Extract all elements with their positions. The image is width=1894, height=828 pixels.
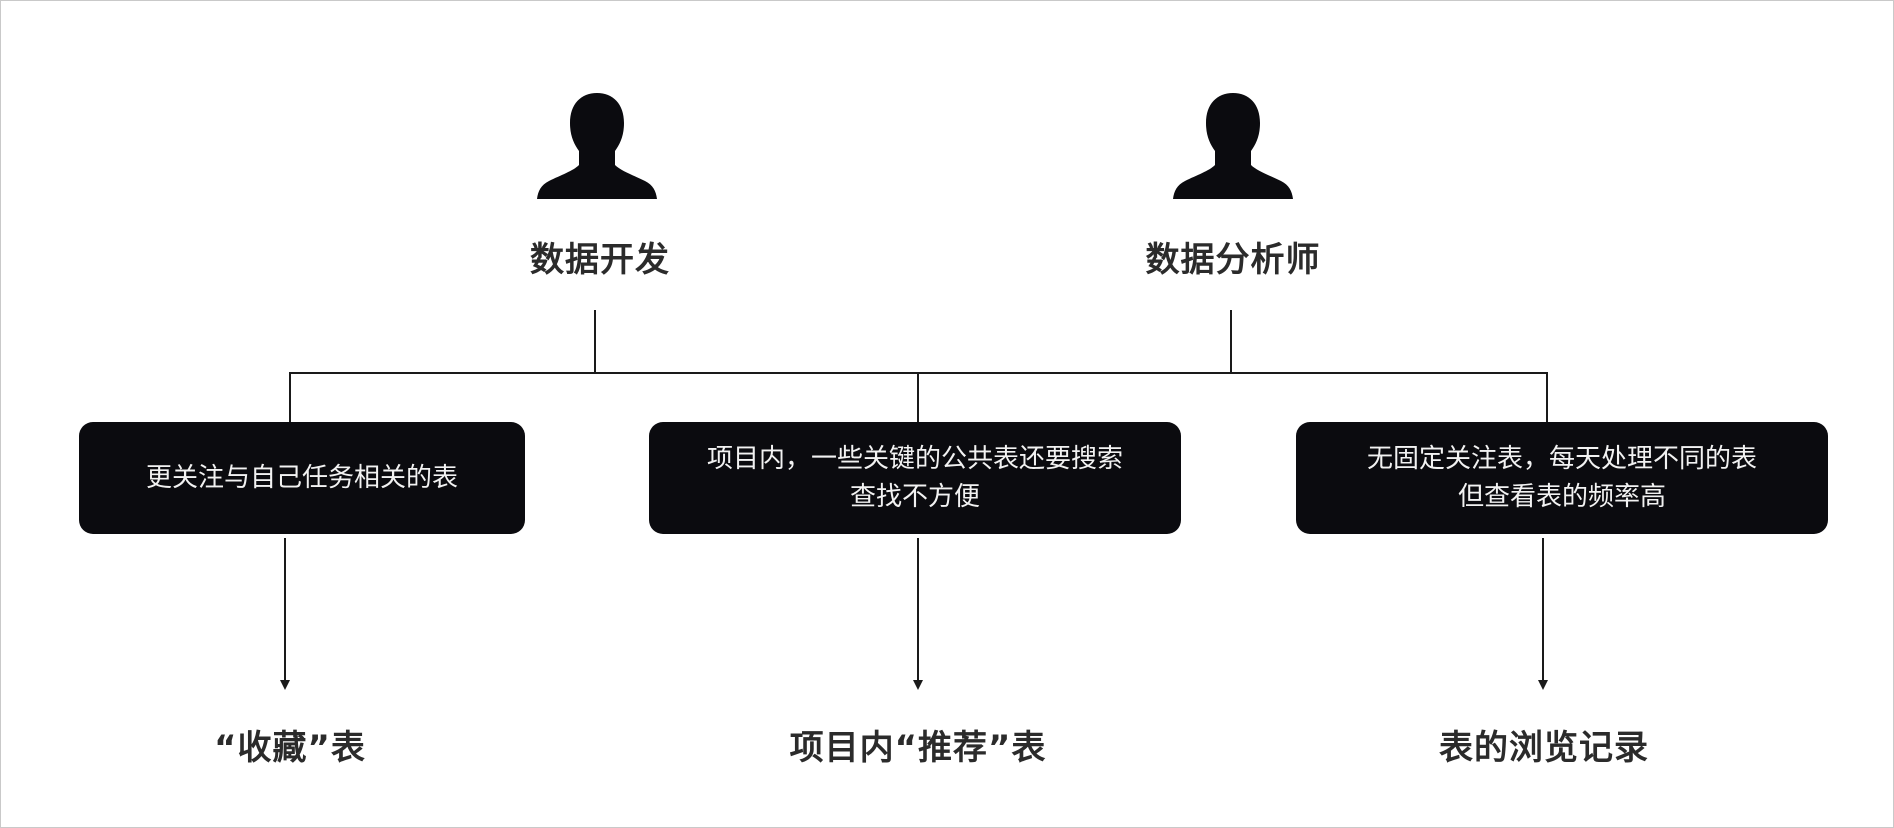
outcome-favorite-tables: “收藏”表 [214,728,366,768]
role-label-data-analyst: 数据分析师 [1145,240,1321,280]
person-icon [537,93,657,199]
need-box-2: 项目内，一些关键的公共表还要搜索 查找不方便 [649,422,1181,534]
need-box-1-line-1: 更关注与自己任务相关的表 [145,463,458,493]
person-icon [1173,93,1293,199]
need-box-2-line-2: 查找不方便 [849,482,980,512]
outcome-browse-history: 表的浏览记录 [1439,728,1649,768]
need-box-2-line-1: 项目内，一些关键的公共表还要搜索 [706,444,1123,474]
need-box-3-line-2: 但查看表的频率高 [1457,482,1666,512]
need-box-3-line-1: 无固定关注表，每天处理不同的表 [1366,444,1757,474]
outcome-recommended-tables: 项目内“推荐”表 [789,728,1047,768]
need-box-3: 无固定关注表，每天处理不同的表 但查看表的频率高 [1296,422,1828,534]
need-box-1: 更关注与自己任务相关的表 [79,422,525,534]
role-label-data-developer: 数据开发 [530,240,670,280]
